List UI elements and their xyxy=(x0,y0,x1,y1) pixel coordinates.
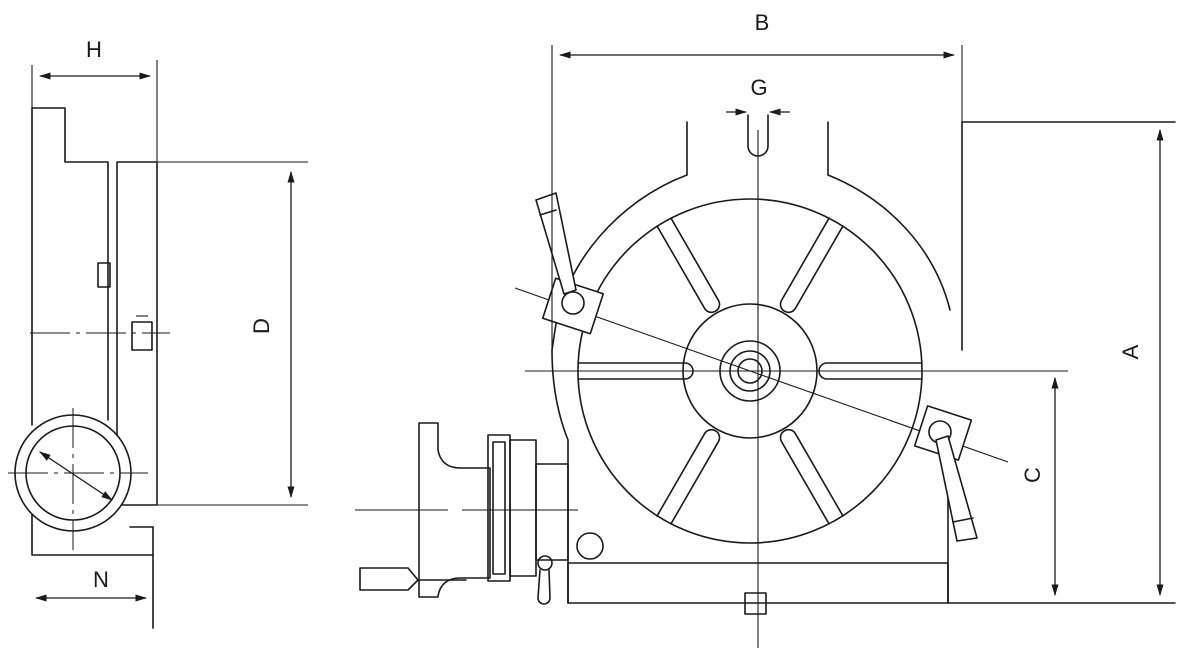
worm-detent-pin xyxy=(537,569,551,605)
dim-h-label: H xyxy=(86,37,102,62)
left-lever-grip-line xyxy=(539,209,557,216)
worm-drive-assembly xyxy=(355,422,578,605)
side-view-diameter-arrow xyxy=(39,451,113,501)
worm-disk-1-inner xyxy=(492,441,506,575)
left-lock-lever xyxy=(535,192,605,335)
front-view-housing-arc-right xyxy=(827,121,951,311)
right-lever-handle xyxy=(935,435,978,542)
worm-detent-knob xyxy=(537,555,553,571)
dim-n-label: N xyxy=(93,567,109,592)
front-view: B G A C xyxy=(355,10,1176,648)
dim-g-label: G xyxy=(750,75,767,100)
front-view-index-hole xyxy=(576,532,604,560)
side-view-body-outline xyxy=(31,107,109,421)
dim-a-label: A xyxy=(1118,344,1143,359)
t-slot-lower-left xyxy=(656,428,721,525)
side-view: H N D xyxy=(8,37,308,629)
left-lever-handle xyxy=(535,192,577,295)
front-view-base-key xyxy=(744,592,767,615)
t-slot-upper-left xyxy=(656,217,721,314)
right-lock-lever xyxy=(913,405,978,542)
left-lever-pivot xyxy=(561,291,585,315)
side-view-base xyxy=(31,514,154,629)
worm-disk-1 xyxy=(487,434,511,582)
t-slot-upper-right xyxy=(779,217,844,314)
top-keyway-slot xyxy=(747,114,769,157)
worm-disk-2 xyxy=(509,439,537,577)
side-view-key xyxy=(97,262,111,288)
dim-d-label: D xyxy=(249,318,274,334)
t-slot-lower-right xyxy=(779,428,844,525)
dim-c-label: C xyxy=(1020,467,1045,483)
front-view-housing-left-lower xyxy=(551,349,569,604)
worm-crank-handle xyxy=(359,567,419,591)
right-lever-grip-line xyxy=(952,517,974,523)
worm-flange xyxy=(418,422,491,598)
side-view-clamp-bolt xyxy=(131,321,153,351)
t-slots xyxy=(577,217,923,525)
worm-shaft-housing xyxy=(535,463,569,561)
dim-b-label: B xyxy=(755,10,770,35)
